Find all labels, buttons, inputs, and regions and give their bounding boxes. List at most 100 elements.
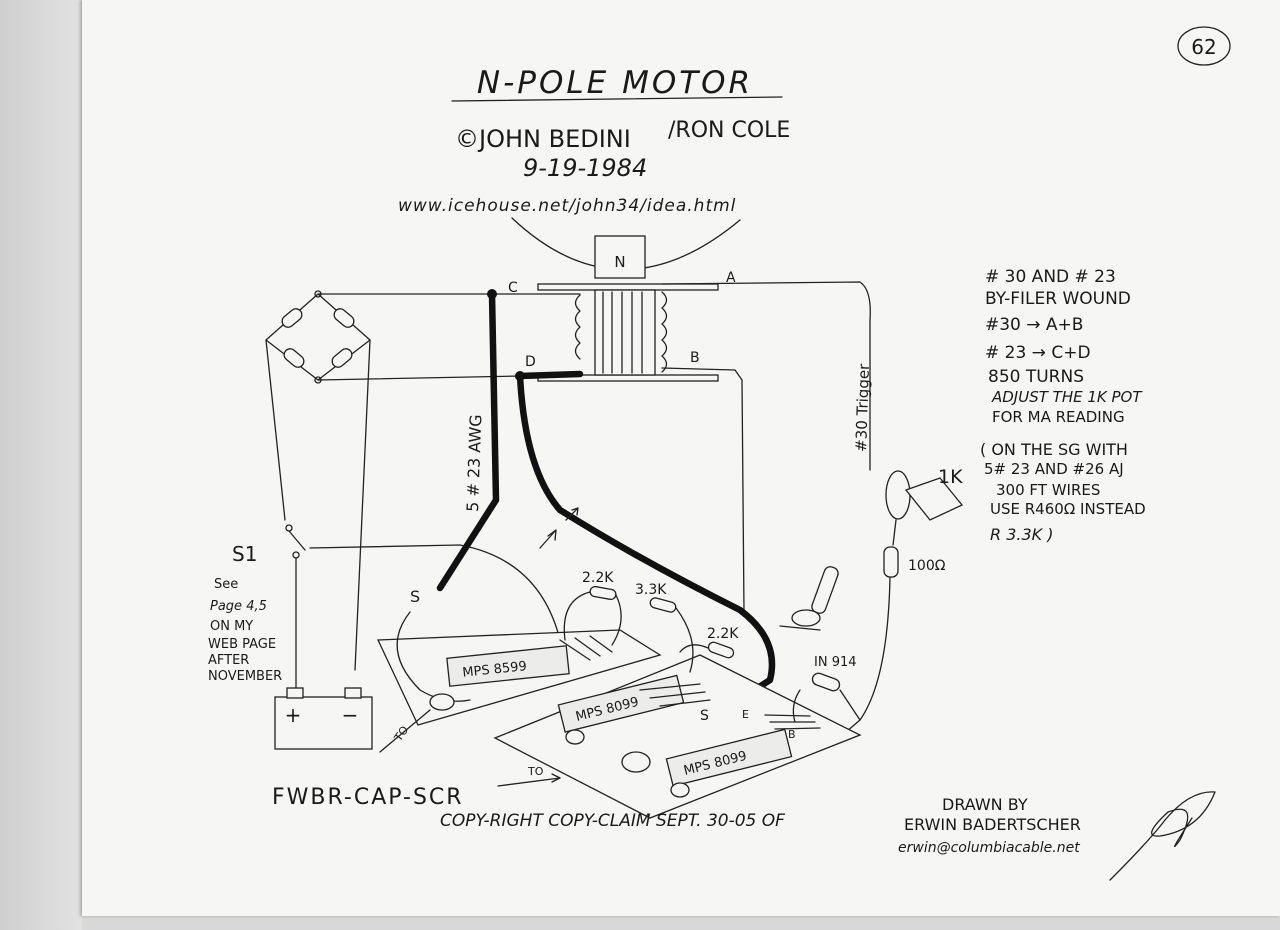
date-label: 9-19-1984 (523, 154, 647, 182)
wire-top-right (661, 281, 871, 471)
emitter-label: E (742, 708, 749, 721)
copyright-claim: COPY-RIGHT COPY-CLAIM SEPT. 30-05 OF (440, 811, 785, 831)
pot-1k (885, 470, 911, 520)
s-label-board: S (700, 708, 709, 724)
page-number: 62 (1191, 35, 1216, 59)
winding-left (574, 294, 581, 360)
note-line-7: FOR MA READING (992, 408, 1125, 426)
scan-left-margin (0, 0, 82, 930)
terminal-a: A (726, 270, 736, 286)
pot-label: 1K (938, 466, 963, 488)
bridge-diode-2 (333, 308, 355, 328)
see-note-line-3: ON MY (210, 619, 253, 634)
see-note-line-2: Page 4,5 (210, 599, 267, 614)
resistor-2-2k-b (707, 641, 735, 659)
wire-switch-to-board (309, 544, 561, 641)
note-line-3: #30 → A+B (985, 315, 1083, 335)
wire-bridge-to-switch (265, 339, 286, 521)
note-line-4: # 23 → C+D (985, 343, 1091, 363)
coauthor-label: /RON COLE (668, 118, 790, 143)
wire-trigger-down (845, 576, 891, 733)
thick-wire-d-stub (516, 370, 584, 380)
see-note-line-1: See (214, 577, 238, 592)
resistor-100 (883, 546, 899, 578)
coil-core (594, 289, 656, 376)
note-line-8: ( ON THE SG WITH (980, 440, 1128, 459)
note-line-10: 300 FT WIRES (996, 481, 1100, 499)
pot-knob (904, 477, 964, 521)
battery-plus: + (285, 703, 302, 727)
resistor-3-3k-label: 3.3K (635, 582, 667, 598)
transistor-8599 (446, 645, 570, 687)
note-line-6: ADJUST THE 1K POT (991, 388, 1143, 406)
arrow-to-2 (497, 777, 561, 787)
to-label-1: TO (391, 723, 411, 744)
magnet (594, 235, 646, 279)
terminal-c: C (508, 280, 518, 296)
transistor-8599-label: MPS 8599 (462, 659, 528, 681)
note-line-9: 5# 23 AND #26 AJ (984, 460, 1124, 478)
battery (274, 696, 373, 750)
note-line-1: # 30 AND # 23 (985, 267, 1116, 287)
terminal-d: D (525, 354, 536, 370)
base-label: B (788, 728, 796, 741)
switch-label: S1 (232, 542, 257, 566)
diode-in914 (811, 672, 841, 692)
copyright-line: ©JOHN BEDINI (455, 125, 631, 153)
wire-label-23awg: 5 # 23 AWG (463, 414, 485, 512)
bridge-diode-4 (331, 348, 353, 368)
magnet-label: N (614, 253, 625, 271)
wire-label-trigger: #30 Trigger (852, 363, 873, 453)
terminal-b: B (690, 350, 700, 366)
trimmer-pot (811, 566, 839, 614)
resistor-2-2k-a-label: 2.2K (582, 570, 614, 586)
title-underline (451, 96, 783, 102)
fwbr-cap-scr-label: FWBR-CAP-SCR (272, 785, 464, 810)
thick-wire-d (516, 372, 776, 716)
battery-minus-post (344, 687, 362, 699)
drawn-by-name: ERWIN BADERTSCHER (904, 815, 1081, 834)
bridge-rectifier (265, 293, 371, 381)
junction-d (515, 371, 525, 381)
mount-hole-2 (670, 782, 690, 798)
transistor-8099-a (557, 674, 685, 733)
transistor-8099-b (665, 728, 793, 787)
page-number-circle (1177, 26, 1231, 66)
arrow-to-1 (379, 709, 431, 753)
battery-minus: − (342, 703, 359, 727)
trimmer-base (791, 609, 821, 627)
core-top-plate (537, 283, 719, 291)
wire-b-down (661, 367, 745, 613)
thick-wire-c (436, 290, 500, 592)
capacitor (621, 751, 651, 773)
resistor-2-2k-b-label: 2.2K (707, 626, 739, 642)
resistor-100-label: 100Ω (908, 558, 946, 574)
see-note-line-5: AFTER (208, 653, 249, 668)
note-line-5: 850 TURNS (988, 367, 1084, 387)
wire-middle (317, 375, 521, 381)
scr-component (429, 693, 455, 711)
wire-bridge-to-battery (354, 339, 371, 671)
email-label: erwin@columbiacable.net (898, 840, 1080, 856)
flow-arrow (539, 529, 557, 549)
battery-plus-post (286, 687, 304, 699)
s-label-top: S (410, 587, 420, 606)
see-note-line-4: WEB PAGE (208, 637, 276, 652)
note-line-12: R 3.3K ) (990, 525, 1053, 544)
resistor-2-2k-a (589, 585, 617, 601)
board-2 (493, 654, 862, 819)
note-line-11: USE R460Ω INSTEAD (990, 500, 1146, 518)
diode-label: IN 914 (814, 655, 857, 670)
mount-hole-1 (565, 729, 585, 745)
see-note-line-6: NOVEMBER (208, 669, 282, 684)
drawn-by-label: DRAWN BY (942, 795, 1028, 814)
to-label-2: TO (527, 765, 544, 778)
resistor-3-3k (649, 597, 677, 613)
page-title: N-POLE MOTOR (477, 65, 753, 101)
note-line-2: BY-FILER WOUND (985, 289, 1131, 309)
bridge-diode-1 (281, 308, 303, 328)
url-label: www.icehouse.net/john34/idea.html (398, 196, 736, 216)
signature-mark (1109, 791, 1216, 881)
junction-c (487, 289, 497, 299)
